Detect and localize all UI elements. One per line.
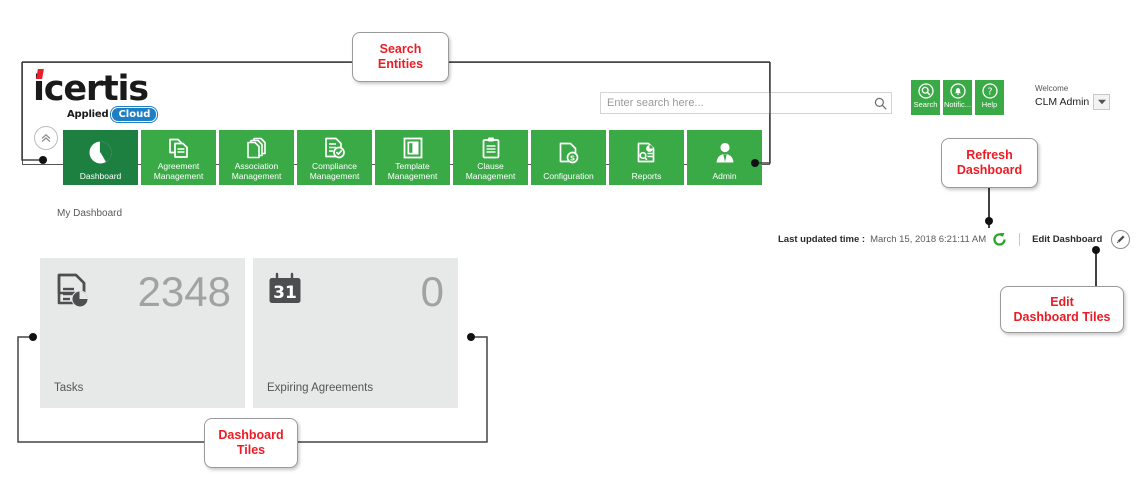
status-divider — [1019, 233, 1021, 246]
edit-dashboard-button[interactable] — [1111, 230, 1131, 249]
question-circle-icon: ? — [981, 83, 998, 99]
dashboard-tile-tasks[interactable]: 2348 Tasks — [40, 258, 245, 408]
user-admin-icon — [712, 130, 738, 172]
calendar-31-icon: 31 — [267, 272, 305, 315]
utility-label-search: Search — [913, 100, 938, 109]
callout-edit-dashboard-tiles: Edit Dashboard Tiles — [1000, 286, 1124, 333]
welcome-greeting: Welcome — [1035, 84, 1069, 93]
bell-circle-icon — [949, 83, 966, 99]
dashboard-tile-expiring-agreements[interactable]: 31 0 Expiring Agreements — [253, 258, 458, 408]
search-input[interactable] — [601, 94, 869, 112]
chevron-double-up-icon — [41, 134, 51, 142]
logo-tagline: Applied Cloud — [33, 107, 173, 122]
callout-search-entities: Search Entities — [352, 32, 449, 82]
dashboard-tile-label-expiring: Expiring Agreements — [267, 382, 374, 394]
logo-text: icertis — [33, 69, 149, 109]
nav-tile-admin[interactable]: Admin — [687, 130, 762, 185]
refresh-dashboard-button[interactable] — [992, 232, 1007, 247]
logo-wordmark: icertis — [33, 69, 149, 109]
magnifier-circle-icon — [917, 83, 934, 99]
callout-dashboard-tiles: Dashboard Tiles — [204, 418, 298, 468]
doc-gear-icon: S — [556, 130, 582, 172]
last-updated-time: March 15, 2018 6:21:11 AM — [870, 234, 987, 245]
task-doc-pie-icon — [54, 272, 96, 319]
nav-label-dashboard: Dashboard — [79, 170, 122, 181]
svg-text:S: S — [569, 154, 574, 162]
collapse-nav-button[interactable] — [34, 126, 58, 150]
utility-tile-notifications[interactable]: Notific... — [943, 80, 972, 115]
agreement-doc-icon — [166, 130, 192, 162]
report-doc-icon — [634, 130, 660, 172]
last-updated-label: Last updated time : — [778, 234, 866, 245]
dashboard-status-bar: Last updated time : March 15, 2018 6:21:… — [778, 230, 1131, 249]
global-search — [600, 92, 892, 114]
dashboard-tile-count-tasks: 2348 — [137, 268, 231, 315]
nav-tile-template-management[interactable]: Template Management — [375, 130, 450, 185]
logo-applied-text: Applied — [67, 109, 109, 120]
utility-tiles: Search Notific... ? Help — [911, 80, 1004, 115]
magnifier-icon[interactable] — [869, 97, 891, 110]
breadcrumb[interactable]: My Dashboard — [57, 208, 123, 219]
nav-label-association-management: Association Management — [231, 161, 282, 181]
nav-label-reports: Reports — [631, 170, 662, 181]
svg-text:?: ? — [987, 86, 992, 97]
nav-label-agreement-management: Agreement Management — [153, 161, 204, 181]
nav-tile-compliance-management[interactable]: Compliance Management — [297, 130, 372, 185]
nav-label-configuration: Configuration — [543, 170, 594, 181]
template-grid-icon — [400, 130, 426, 162]
nav-label-admin: Admin — [712, 170, 737, 181]
user-menu: Welcome CLM Admin — [1035, 84, 1111, 110]
stacked-pages-icon — [244, 130, 270, 162]
nav-label-compliance-management: Compliance Management — [309, 161, 360, 181]
icertis-logo: icertis Applied Cloud — [33, 69, 173, 122]
nav-label-template-management: Template Management — [387, 161, 438, 181]
utility-tile-search[interactable]: Search — [911, 80, 940, 115]
pencil-icon — [1117, 235, 1125, 244]
nav-tile-configuration[interactable]: S Configuration — [531, 130, 606, 185]
refresh-icon — [993, 232, 1006, 246]
clipboard-icon — [478, 130, 504, 162]
utility-label-notifications: Notific... — [943, 100, 972, 109]
main-navigation: Dashboard Agreement Management Associati… — [63, 130, 762, 185]
dashboard-tile-count-expiring: 0 — [420, 268, 444, 315]
nav-tile-clause-management[interactable]: Clause Management — [453, 130, 528, 185]
edit-dashboard-label: Edit Dashboard — [1032, 234, 1103, 245]
pie-chart-icon — [87, 130, 114, 172]
callout-refresh-dashboard: Refresh Dashboard — [941, 138, 1038, 188]
logo-cloud-badge: Cloud — [111, 107, 158, 122]
doc-check-icon — [322, 130, 348, 162]
svg-text:31: 31 — [273, 283, 297, 303]
nav-tile-association-management[interactable]: Association Management — [219, 130, 294, 185]
nav-tile-reports[interactable]: Reports — [609, 130, 684, 185]
utility-tile-help[interactable]: ? Help — [975, 80, 1004, 115]
dashboard-tile-label-tasks: Tasks — [54, 382, 84, 394]
nav-label-clause-management: Clause Management — [465, 161, 516, 181]
utility-label-help: Help — [981, 100, 998, 109]
nav-tile-dashboard[interactable]: Dashboard — [63, 130, 138, 185]
caret-down-icon[interactable] — [1093, 94, 1111, 110]
nav-tile-agreement-management[interactable]: Agreement Management — [141, 130, 216, 185]
welcome-username: CLM Admin — [1035, 96, 1090, 108]
